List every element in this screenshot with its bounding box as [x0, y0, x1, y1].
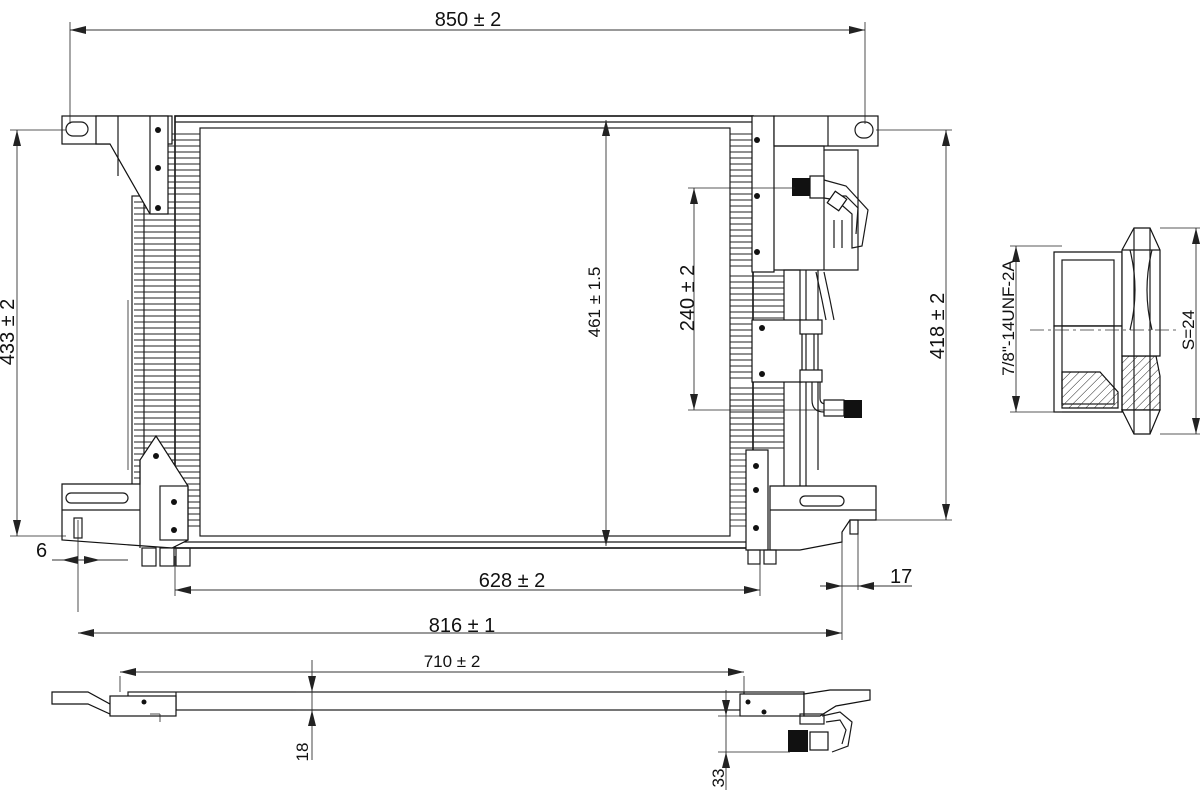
label-right-height: 418 ± 2 — [927, 293, 949, 360]
left-top-bracket — [61, 115, 173, 215]
label-mount-span: 816 ± 1 — [429, 615, 496, 637]
fitting-detail — [1010, 227, 1200, 435]
front-view — [61, 115, 879, 567]
core-frame — [174, 115, 754, 549]
left-bottom-bracket — [61, 434, 191, 567]
label-fitting-depth: 33 — [709, 769, 728, 788]
dimension-lines — [10, 22, 952, 640]
middle-bracket — [751, 319, 823, 383]
core-inner-frame — [199, 127, 731, 537]
label-left-height: 433 ± 2 — [0, 299, 19, 366]
label-fitting-thread: 7/8"-14UNF-2A — [999, 260, 1018, 376]
right-top-bracket — [751, 115, 879, 273]
upper-fitting — [792, 175, 869, 321]
lower-fitting — [811, 382, 862, 418]
label-right-offset: 17 — [890, 566, 912, 588]
label-core-depth: 18 — [293, 743, 312, 762]
label-core-width: 628 ± 2 — [479, 570, 546, 592]
label-core-height: 461 ± 1.5 — [585, 267, 604, 338]
fins-right — [730, 133, 784, 527]
label-mount-offset: 6 — [36, 540, 47, 562]
plan-dimensions — [120, 660, 790, 790]
plan-view — [51, 676, 871, 753]
label-overall-width: 850 ± 2 — [435, 9, 502, 31]
label-fitting-hex: S=24 — [1179, 310, 1198, 350]
label-port-spacing: 240 ± 2 — [677, 265, 699, 332]
plan-core — [127, 691, 805, 711]
right-bottom-bracket — [745, 449, 877, 565]
label-plan-length: 710 ± 2 — [424, 652, 481, 671]
